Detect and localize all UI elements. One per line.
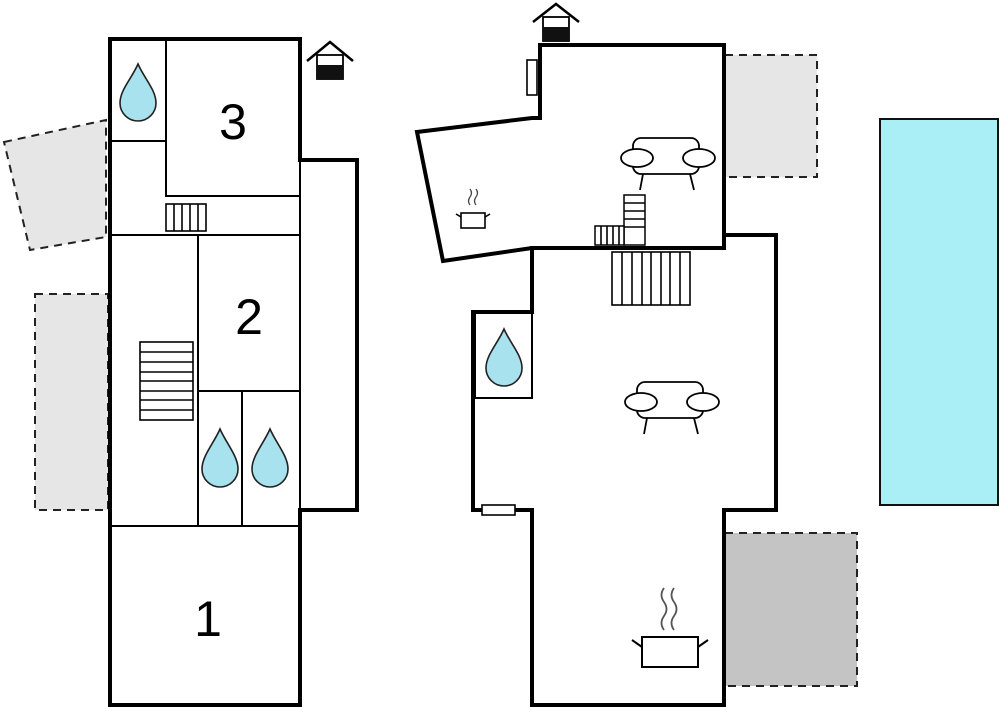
- room-number-1: 1: [194, 591, 222, 647]
- water-drop-icon: [485, 326, 523, 387]
- terrace-top-right: [724, 54, 818, 178]
- terrace-left: [34, 293, 109, 511]
- window: [526, 59, 538, 96]
- room-3-walls: [165, 39, 300, 197]
- left-building-outline: [108, 37, 359, 707]
- stairs-icon: [139, 341, 194, 421]
- room-number-2: 2: [235, 289, 263, 345]
- room-number-3: 3: [219, 94, 247, 150]
- stairs-icon: [594, 194, 646, 246]
- cooking-pot-icon: [631, 587, 709, 668]
- stairs-icon: [611, 251, 691, 306]
- water-drop-icon: [251, 426, 289, 488]
- house-entrance-icon: [306, 40, 354, 80]
- right-building-lower: [471, 233, 778, 707]
- terrace-bottom-right: [724, 532, 858, 687]
- house-entrance-icon: [532, 2, 580, 42]
- left-building: [108, 37, 359, 707]
- sofa-icon: [624, 381, 720, 435]
- water-drop-icon: [201, 426, 239, 488]
- right-building-upper: [414, 43, 726, 264]
- swimming-pool: [879, 118, 999, 506]
- sofa-icon: [620, 137, 716, 191]
- stairs-icon: [165, 203, 207, 232]
- terrace-left-tilted: [2, 118, 107, 252]
- cooking-pot-icon: [455, 188, 491, 229]
- water-drop-icon: [119, 61, 157, 122]
- window: [481, 504, 516, 516]
- bathroom-nook: [474, 311, 533, 399]
